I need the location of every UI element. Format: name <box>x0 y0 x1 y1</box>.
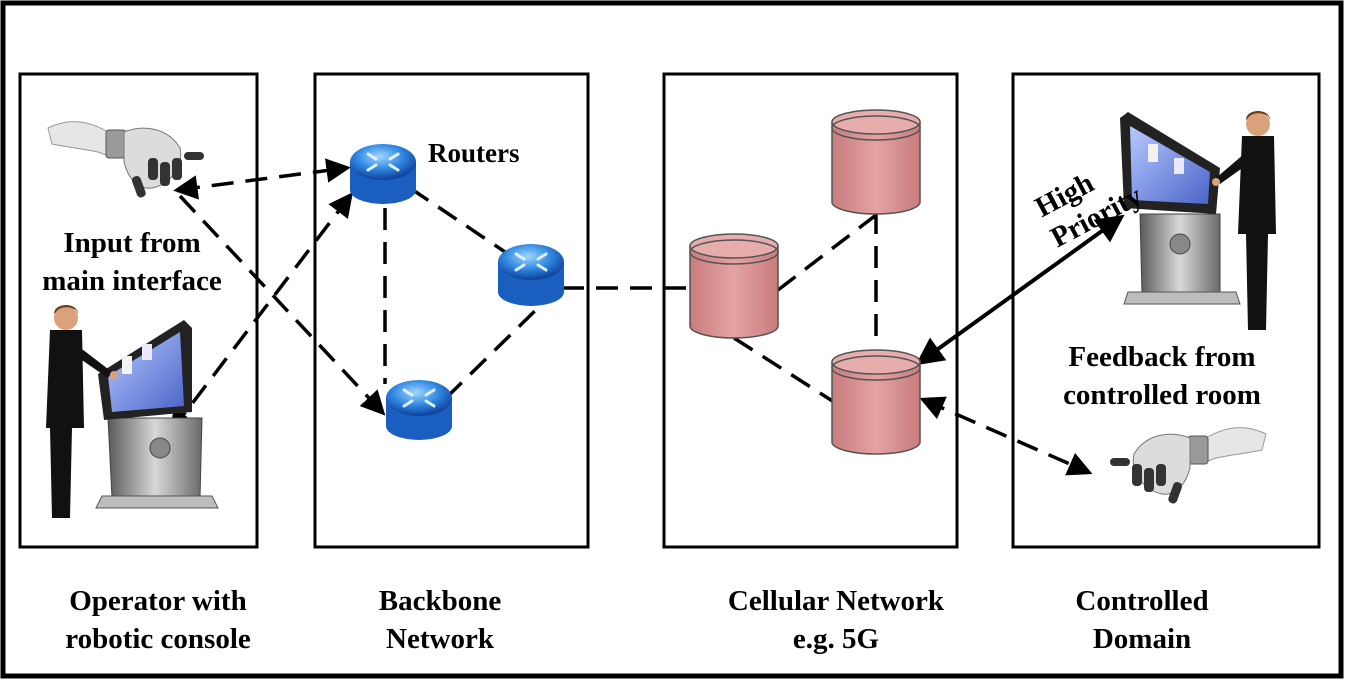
database-left <box>689 233 779 339</box>
database-icon <box>689 109 921 455</box>
input-label-line1: Input from <box>63 227 200 259</box>
routers-label: Routers <box>428 138 519 168</box>
domain-caption-operator-line2: robotic console <box>65 623 251 655</box>
link-high-priority <box>915 214 1125 366</box>
link-hand-router1 <box>173 158 351 200</box>
domain-caption-controlled-line2: Domain <box>1093 623 1191 655</box>
link-dbleft-dbbottom <box>733 336 835 404</box>
domain-caption-controlled-line1: Controlled <box>1075 585 1208 617</box>
link-dbleft-dbtop <box>776 210 882 292</box>
link-hand-router2 <box>178 194 386 416</box>
link-dbbottom-hand <box>919 396 1093 476</box>
router-1 <box>350 144 416 204</box>
robot-hand-icon <box>1110 427 1267 504</box>
input-label-line2: main interface <box>42 265 222 297</box>
feedback-label-line2: controlled room <box>1063 379 1261 411</box>
domain-caption-operator-line1: Operator with <box>69 585 246 617</box>
domain-caption-backbone-line2: Network <box>386 623 495 655</box>
router-icon <box>350 144 564 440</box>
router-2 <box>386 380 452 440</box>
feedback-label-line1: Feedback from <box>1068 341 1255 373</box>
domain-caption-cellular-line2: e.g. 5G <box>793 623 879 655</box>
router-3 <box>498 244 564 306</box>
database-top <box>831 109 921 215</box>
kiosk-operator-icon <box>46 305 219 518</box>
link-operator-router1 <box>169 192 353 434</box>
database-bottom <box>831 349 921 455</box>
link-router1-router3 <box>409 186 509 256</box>
robot-hand-icon <box>47 121 204 198</box>
domain-caption-cellular-line1: Cellular Network <box>728 585 945 617</box>
link-router2-router3 <box>444 302 544 400</box>
kiosk-operator-icon <box>1120 111 1276 330</box>
domain-caption-backbone-line1: Backbone <box>379 585 502 617</box>
connection-lines <box>169 158 1093 476</box>
